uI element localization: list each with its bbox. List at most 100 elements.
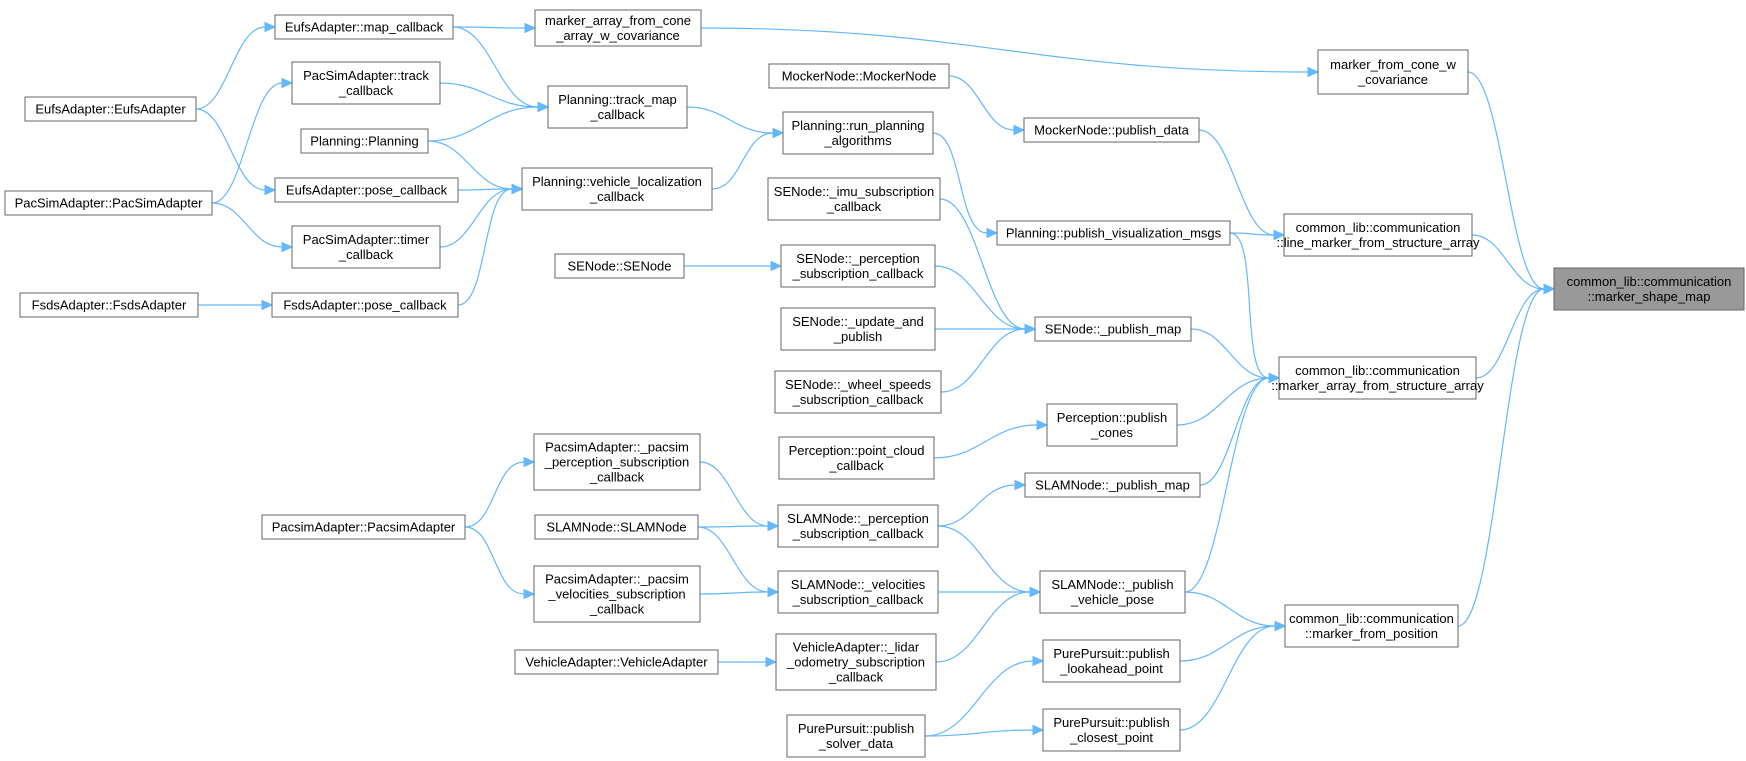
node-fsds-ctor[interactable]: FsdsAdapter::FsdsAdapter bbox=[19, 292, 199, 318]
node-se-pub-map[interactable]: SENode::_publish_map bbox=[1034, 316, 1192, 342]
node-label: SENode::SENode bbox=[567, 259, 671, 274]
edge-va_lidar-to-slam_pvp bbox=[935, 586, 1042, 663]
node-se-update[interactable]: SENode::_update_and_publish bbox=[780, 307, 936, 351]
node-mocker-pd[interactable]: MockerNode::publish_data bbox=[1023, 117, 1200, 143]
node-label: Planning::track_map bbox=[558, 92, 677, 107]
node-label: _odometry_subscription bbox=[786, 655, 925, 670]
node-label: ::marker_shape_map bbox=[1588, 289, 1711, 304]
edge-arrowhead bbox=[264, 184, 277, 196]
node-label: _callback bbox=[826, 199, 882, 214]
edge-arrowhead bbox=[1029, 586, 1042, 598]
node-mfcwc[interactable]: marker_from_cone_w_covariance bbox=[1317, 49, 1469, 95]
node-eufs-pose-cb[interactable]: EufsAdapter::pose_callback bbox=[274, 177, 459, 203]
edge-line bbox=[935, 591, 1031, 663]
node-box bbox=[533, 433, 701, 491]
node-pacsim-vel[interactable]: PacsimAdapter::_pacsim_velocities_subscr… bbox=[533, 565, 701, 623]
node-box bbox=[274, 14, 454, 40]
edge-arrowhead bbox=[1032, 655, 1045, 667]
node-box bbox=[534, 514, 699, 540]
node-box bbox=[1039, 570, 1186, 614]
node-label: SENode::_imu_subscription bbox=[774, 184, 934, 199]
node-slam-pvp[interactable]: SLAMNode::_publish_vehicle_pose bbox=[1039, 570, 1186, 614]
node-label: MockerNode::MockerNode bbox=[782, 69, 937, 84]
node-eufs-ctor[interactable]: EufsAdapter::EufsAdapter bbox=[24, 96, 197, 122]
node-box bbox=[1046, 403, 1178, 447]
edge-slam_perc-to-slam_pvp bbox=[937, 525, 1042, 598]
edge-pp_solver-to-pp_closest bbox=[924, 724, 1045, 737]
node-eufs-map-cb[interactable]: EufsAdapter::map_callback bbox=[274, 14, 454, 40]
node-slam-pub-map[interactable]: SLAMNode::_publish_map bbox=[1024, 472, 1201, 498]
node-label: Planning::publish_visualization_msgs bbox=[1006, 226, 1222, 241]
node-planning-tmc[interactable]: Planning::track_map_callback bbox=[547, 85, 688, 129]
node-va-lidar[interactable]: VehicleAdapter::_lidar_odometry_subscrip… bbox=[775, 633, 937, 691]
node-pp-solver[interactable]: PurePursuit::publish_solver_data bbox=[786, 714, 926, 758]
edge-pac_ctor-to-pac_track_cb bbox=[211, 77, 294, 204]
edge-fsds_ctor-to-fsds_pose_cb bbox=[198, 299, 274, 311]
edge-line bbox=[452, 26, 539, 108]
edge-line bbox=[1184, 591, 1276, 627]
edge-arrowhead bbox=[765, 656, 778, 668]
node-pacsim-perc[interactable]: PacsimAdapter::_pacsim_perception_subscr… bbox=[533, 433, 701, 491]
node-box bbox=[1278, 356, 1477, 400]
node-box bbox=[1283, 213, 1473, 257]
node-se-perc[interactable]: SENode::_perception_subscription_callbac… bbox=[780, 244, 936, 288]
node-label: common_lib::communication bbox=[1289, 611, 1454, 626]
node-planning-rpa[interactable]: Planning::run_planning_algorithms bbox=[782, 111, 934, 155]
node-pac-timer-cb[interactable]: PacSimAdapter::timer_callback bbox=[291, 225, 441, 269]
node-planning-pvm[interactable]: Planning::publish_visualization_msgs bbox=[996, 220, 1231, 246]
node-mafsa[interactable]: common_lib::communication::marker_array_… bbox=[1271, 356, 1484, 400]
edge-line bbox=[1198, 129, 1275, 236]
node-pp-look[interactable]: PurePursuit::publish_lookahead_point bbox=[1042, 639, 1181, 683]
edge-line bbox=[700, 27, 1309, 73]
edge-eufs_ctor-to-eufs_map_cb bbox=[195, 21, 277, 110]
node-pacsim-ctor[interactable]: PacsimAdapter::PacsimAdapter bbox=[261, 514, 466, 540]
edge-pp_solver-to-pp_look bbox=[924, 655, 1045, 737]
node-perc-pub[interactable]: Perception::publish_cones bbox=[1046, 403, 1178, 447]
node-mocker-ctor[interactable]: MockerNode::MockerNode bbox=[768, 63, 950, 89]
edge-line bbox=[940, 328, 1026, 393]
edge-planning_vlc-to-planning_rpa bbox=[711, 127, 785, 190]
node-perc-pc[interactable]: Perception::point_cloud_callback bbox=[778, 436, 935, 480]
edge-line bbox=[939, 198, 1026, 330]
node-slam-ctor[interactable]: SLAMNode::SLAMNode bbox=[534, 514, 699, 540]
edge-line bbox=[1179, 625, 1276, 662]
edge-se_imu-to-se_pub_map bbox=[939, 198, 1037, 335]
node-label: PacsimAdapter::_pacsim bbox=[545, 440, 689, 455]
node-se-wheel[interactable]: SENode::_wheel_speeds_subscription_callb… bbox=[774, 370, 942, 414]
node-box bbox=[1023, 117, 1200, 143]
node-mafcwc[interactable]: marker_array_from_cone_array_w_covarianc… bbox=[534, 9, 702, 47]
node-planning-vlc[interactable]: Planning::vehicle_localization_callback bbox=[521, 167, 713, 211]
node-mfp[interactable]: common_lib::communication::marker_from_p… bbox=[1284, 604, 1459, 648]
node-label: SLAMNode::SLAMNode bbox=[546, 520, 686, 535]
node-va-ctor[interactable]: VehicleAdapter::VehicleAdapter bbox=[514, 649, 719, 675]
node-label: EufsAdapter::pose_callback bbox=[286, 183, 448, 198]
node-box bbox=[300, 128, 429, 154]
node-fsds-pose-cb[interactable]: FsdsAdapter::pose_callback bbox=[271, 292, 459, 318]
edge-arrowhead bbox=[1273, 229, 1286, 241]
edge-arrowhead bbox=[1268, 372, 1281, 384]
edge-line bbox=[457, 188, 513, 306]
node-pac-track-cb[interactable]: PacSimAdapter::track_callback bbox=[291, 61, 441, 105]
node-label: SLAMNode::_publish bbox=[1051, 577, 1173, 592]
node-pac-ctor[interactable]: PacSimAdapter::PacSimAdapter bbox=[4, 190, 213, 216]
edge-arrowhead bbox=[524, 22, 537, 34]
edge-eufs_map_cb-to-planning_tmc bbox=[452, 26, 550, 113]
node-se-imu[interactable]: SENode::_imu_subscription_callback bbox=[767, 177, 941, 221]
node-slam-perc[interactable]: SLAMNode::_perception_subscription_callb… bbox=[777, 504, 939, 548]
node-lmfsa[interactable]: common_lib::communication::line_marker_f… bbox=[1276, 213, 1480, 257]
node-se-ctor[interactable]: SENode::SENode bbox=[554, 253, 685, 279]
node-planning-ctor[interactable]: Planning::Planning bbox=[300, 128, 429, 154]
node-root[interactable]: common_lib::communication::marker_shape_… bbox=[1553, 267, 1745, 311]
edge-planning_rpa-to-planning_pvm bbox=[932, 132, 999, 239]
node-slam-vel[interactable]: SLAMNode::_velocities_subscription_callb… bbox=[777, 570, 939, 614]
edge-pacsim_ctor-to-pacsim_perc bbox=[464, 456, 536, 528]
edge-arrowhead bbox=[281, 241, 294, 253]
edge-arrowhead bbox=[1543, 283, 1556, 295]
edge-lmfsa-to-root bbox=[1471, 234, 1556, 295]
edge-slam_perc-to-slam_pub_map bbox=[937, 479, 1027, 527]
node-label: _array_w_covariance bbox=[555, 28, 680, 43]
node-pp-closest[interactable]: PurePursuit::publish_closest_point bbox=[1042, 708, 1181, 752]
node-label: _cones bbox=[1090, 425, 1133, 440]
node-label: _velocities_subscription bbox=[547, 587, 685, 602]
node-label: PacSimAdapter::timer bbox=[303, 232, 430, 247]
